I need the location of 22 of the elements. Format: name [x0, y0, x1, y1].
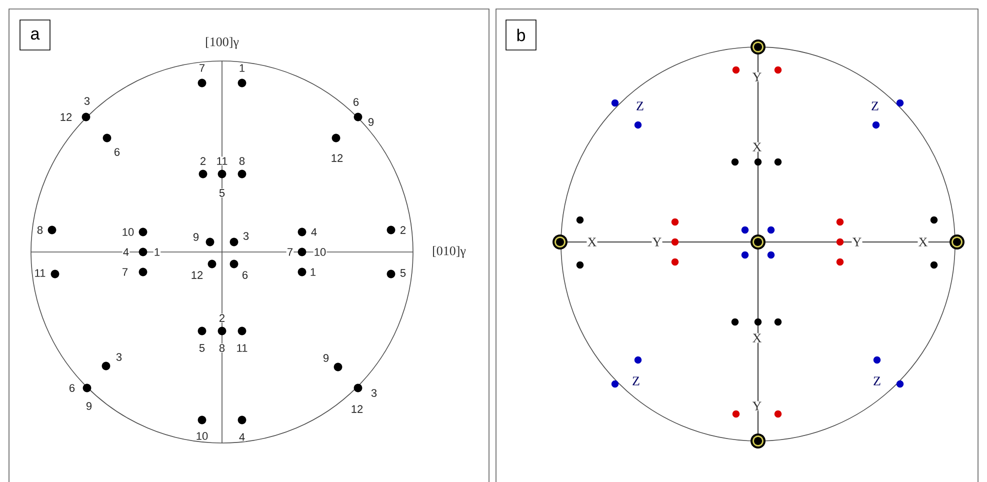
pole-number: 10 [313, 248, 327, 256]
pole-number: 10 [121, 228, 135, 236]
axis-label: Y [852, 237, 862, 247]
axis-label: X [918, 237, 928, 247]
pole-number: 12 [59, 112, 73, 122]
pole-number: 12 [190, 270, 204, 280]
panel-label-box: a [20, 20, 50, 50]
axis-label: [100]γ [204, 36, 240, 50]
axis-label: Y [652, 237, 662, 247]
axis-label: X [586, 237, 598, 247]
pole-number: 12 [350, 404, 364, 414]
panel-label-box: b [506, 20, 536, 50]
axis-label: [010]γ [431, 246, 467, 258]
axis-label: Y [752, 72, 762, 82]
pole-number: 12 [330, 154, 344, 162]
axis-label: Y [752, 401, 762, 411]
pole-number: 10 [195, 432, 209, 440]
axis-label: X [752, 333, 762, 343]
axis-label: X [752, 142, 762, 152]
pole-number: 11 [216, 156, 228, 166]
pole-number: 11 [34, 268, 46, 278]
pole-number: 11 [236, 344, 248, 352]
